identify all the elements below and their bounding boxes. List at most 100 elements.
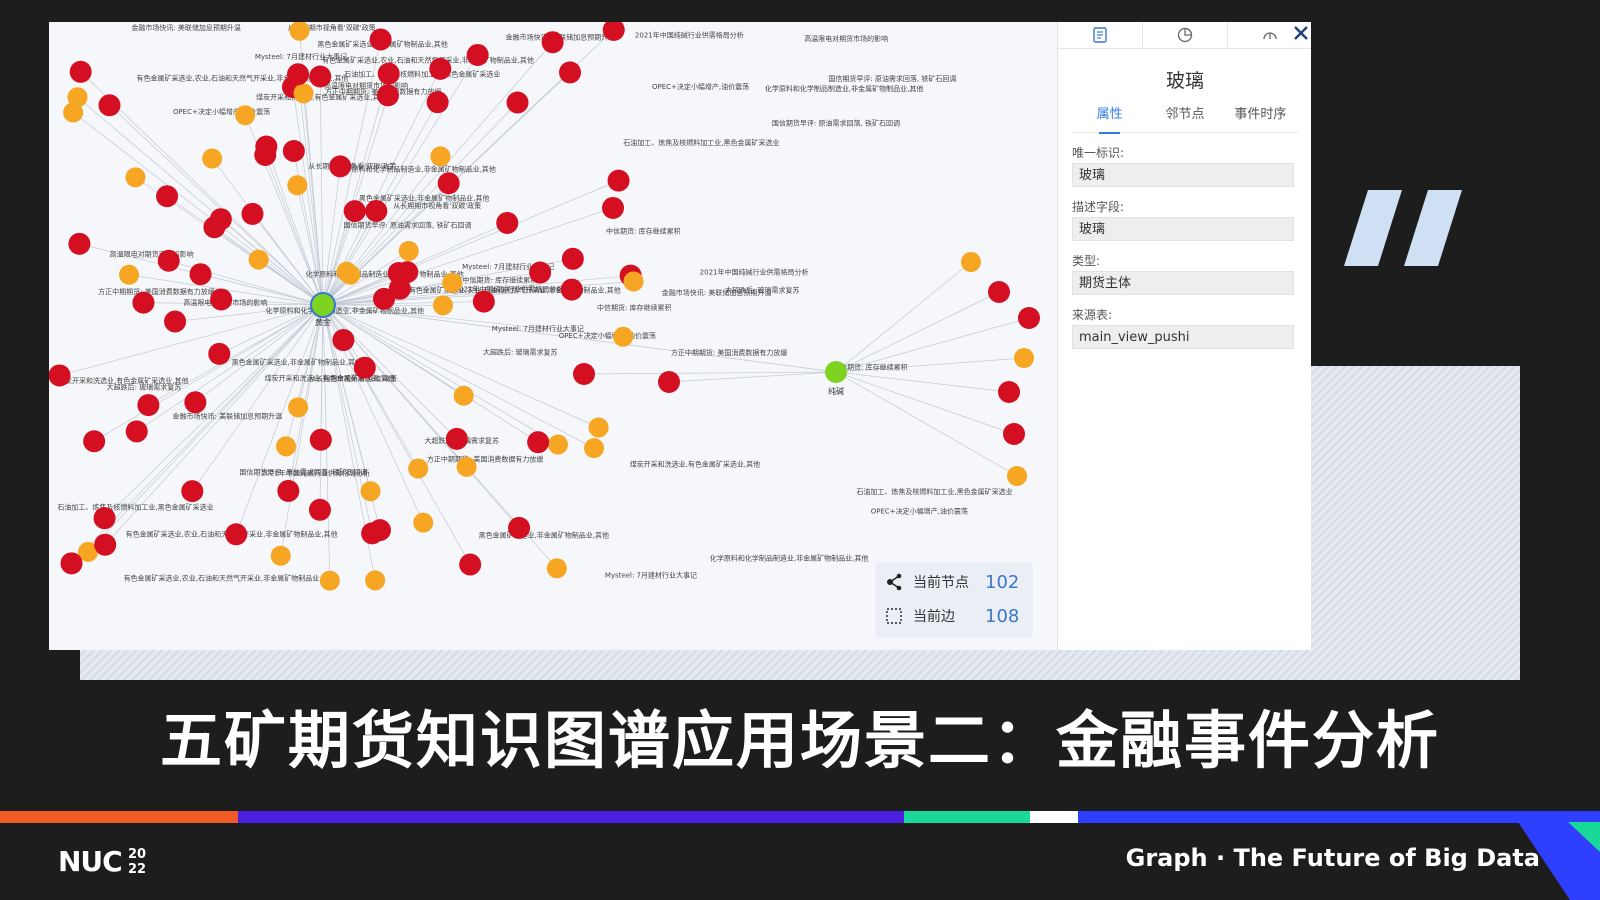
graph-node[interactable] (83, 430, 106, 453)
tab-event-timeline[interactable]: 事件时序 (1234, 107, 1287, 122)
field-source-table[interactable]: main_view_pushi (1072, 325, 1294, 349)
graph-node[interactable] (69, 60, 92, 83)
graph-node[interactable] (125, 167, 146, 188)
graph-node[interactable] (1014, 348, 1034, 368)
graph-node[interactable] (602, 196, 625, 219)
graph-node[interactable] (288, 397, 309, 418)
graph-node[interactable] (998, 381, 1020, 403)
graph-node[interactable] (437, 172, 460, 195)
graph-node[interactable] (365, 570, 386, 591)
graph-node[interactable] (208, 342, 231, 365)
graph-node[interactable] (94, 533, 117, 556)
tab-gauge[interactable] (1228, 22, 1311, 48)
graph-node[interactable] (396, 261, 419, 284)
graph-node[interactable] (506, 91, 529, 114)
graph-node[interactable] (68, 232, 91, 255)
graph-node[interactable] (277, 479, 300, 502)
graph-node[interactable] (602, 22, 625, 41)
graph-svg[interactable]: 有色金属矿采选业,农业,石油和天然气开采业,非金属矿物制品业,其他化学原料和化学… (49, 22, 1057, 650)
graph-node[interactable] (63, 102, 84, 123)
graph-node[interactable] (496, 211, 519, 234)
graph-node[interactable] (373, 287, 396, 310)
graph-node[interactable] (49, 364, 71, 387)
graph-node[interactable] (584, 438, 605, 459)
graph-node[interactable] (67, 87, 88, 108)
graph-node[interactable] (282, 140, 305, 163)
graph-node[interactable] (369, 28, 392, 51)
graph-node[interactable] (429, 57, 452, 80)
graph-node[interactable] (184, 391, 207, 414)
graph-node[interactable] (442, 272, 463, 293)
tab-pie-chart[interactable] (1143, 22, 1228, 48)
graph-node[interactable] (376, 84, 399, 107)
graph-node[interactable] (157, 249, 180, 272)
graph-node[interactable] (343, 200, 366, 223)
graph-node[interactable] (377, 62, 400, 85)
graph-node[interactable] (398, 240, 419, 261)
graph-hub-node-soda-ash[interactable] (825, 361, 847, 383)
graph-node[interactable] (560, 278, 583, 301)
graph-node[interactable] (988, 281, 1010, 303)
graph-node[interactable] (1007, 466, 1027, 486)
graph-node[interactable] (276, 436, 297, 457)
graph-node[interactable] (164, 310, 187, 333)
graph-node[interactable] (156, 185, 179, 208)
graph-node[interactable] (235, 105, 256, 126)
graph-node[interactable] (132, 291, 155, 314)
graph-hub-node-gold[interactable] (310, 292, 336, 318)
graph-node[interactable] (607, 169, 630, 192)
graph-node[interactable] (270, 545, 291, 566)
graph-node[interactable] (241, 202, 264, 225)
graph-node[interactable] (309, 428, 332, 451)
graph-node[interactable] (445, 427, 468, 450)
graph-node[interactable] (613, 326, 634, 347)
graph-node[interactable] (340, 264, 361, 285)
graph-node[interactable] (289, 22, 310, 41)
graph-node[interactable] (202, 148, 223, 169)
graph-node[interactable] (329, 155, 352, 178)
graph-node[interactable] (309, 65, 332, 88)
graph-node[interactable] (293, 83, 314, 104)
graph-node[interactable] (209, 208, 232, 231)
graph-node[interactable] (413, 512, 434, 533)
graph-node[interactable] (529, 261, 552, 284)
graph-node[interactable] (287, 175, 308, 196)
graph-node[interactable] (623, 271, 644, 292)
graph-node[interactable] (60, 552, 83, 575)
graph-node[interactable] (548, 434, 569, 455)
graph-node[interactable] (181, 480, 204, 503)
graph-node[interactable] (254, 143, 277, 166)
graph-node[interactable] (360, 481, 381, 502)
graph-node[interactable] (248, 249, 269, 270)
graph-node[interactable] (78, 541, 99, 562)
graph-node[interactable] (561, 247, 584, 270)
graph-node[interactable] (319, 570, 340, 591)
graph-node[interactable] (1018, 307, 1040, 329)
graph-node[interactable] (287, 63, 310, 86)
graph-node[interactable] (308, 498, 331, 521)
graph-node[interactable] (125, 420, 148, 443)
field-description[interactable]: 玻璃 (1072, 217, 1294, 241)
graph-node[interactable] (1003, 423, 1025, 445)
knowledge-graph-canvas[interactable]: 有色金属矿采选业,农业,石油和天然气开采业,非金属矿物制品业,其他化学原料和化学… (49, 22, 1057, 650)
close-icon[interactable] (1292, 24, 1310, 42)
graph-node[interactable] (432, 295, 453, 316)
graph-node[interactable] (332, 329, 355, 352)
graph-node[interactable] (546, 558, 567, 579)
graph-node[interactable] (353, 356, 376, 379)
graph-node[interactable] (527, 431, 550, 454)
graph-node[interactable] (388, 277, 411, 300)
graph-node[interactable] (98, 94, 121, 117)
graph-node[interactable] (368, 519, 391, 542)
graph-node[interactable] (961, 252, 981, 272)
tab-neighbors[interactable]: 邻节点 (1165, 107, 1205, 122)
field-unique-id[interactable]: 玻璃 (1072, 163, 1294, 187)
graph-node[interactable] (453, 385, 474, 406)
graph-node[interactable] (408, 458, 429, 479)
graph-node[interactable] (456, 456, 477, 477)
graph-node[interactable] (588, 417, 609, 438)
graph-node[interactable] (210, 288, 233, 311)
graph-node[interactable] (93, 507, 116, 530)
field-type[interactable]: 期货主体 (1072, 271, 1294, 295)
graph-node[interactable] (137, 394, 160, 417)
